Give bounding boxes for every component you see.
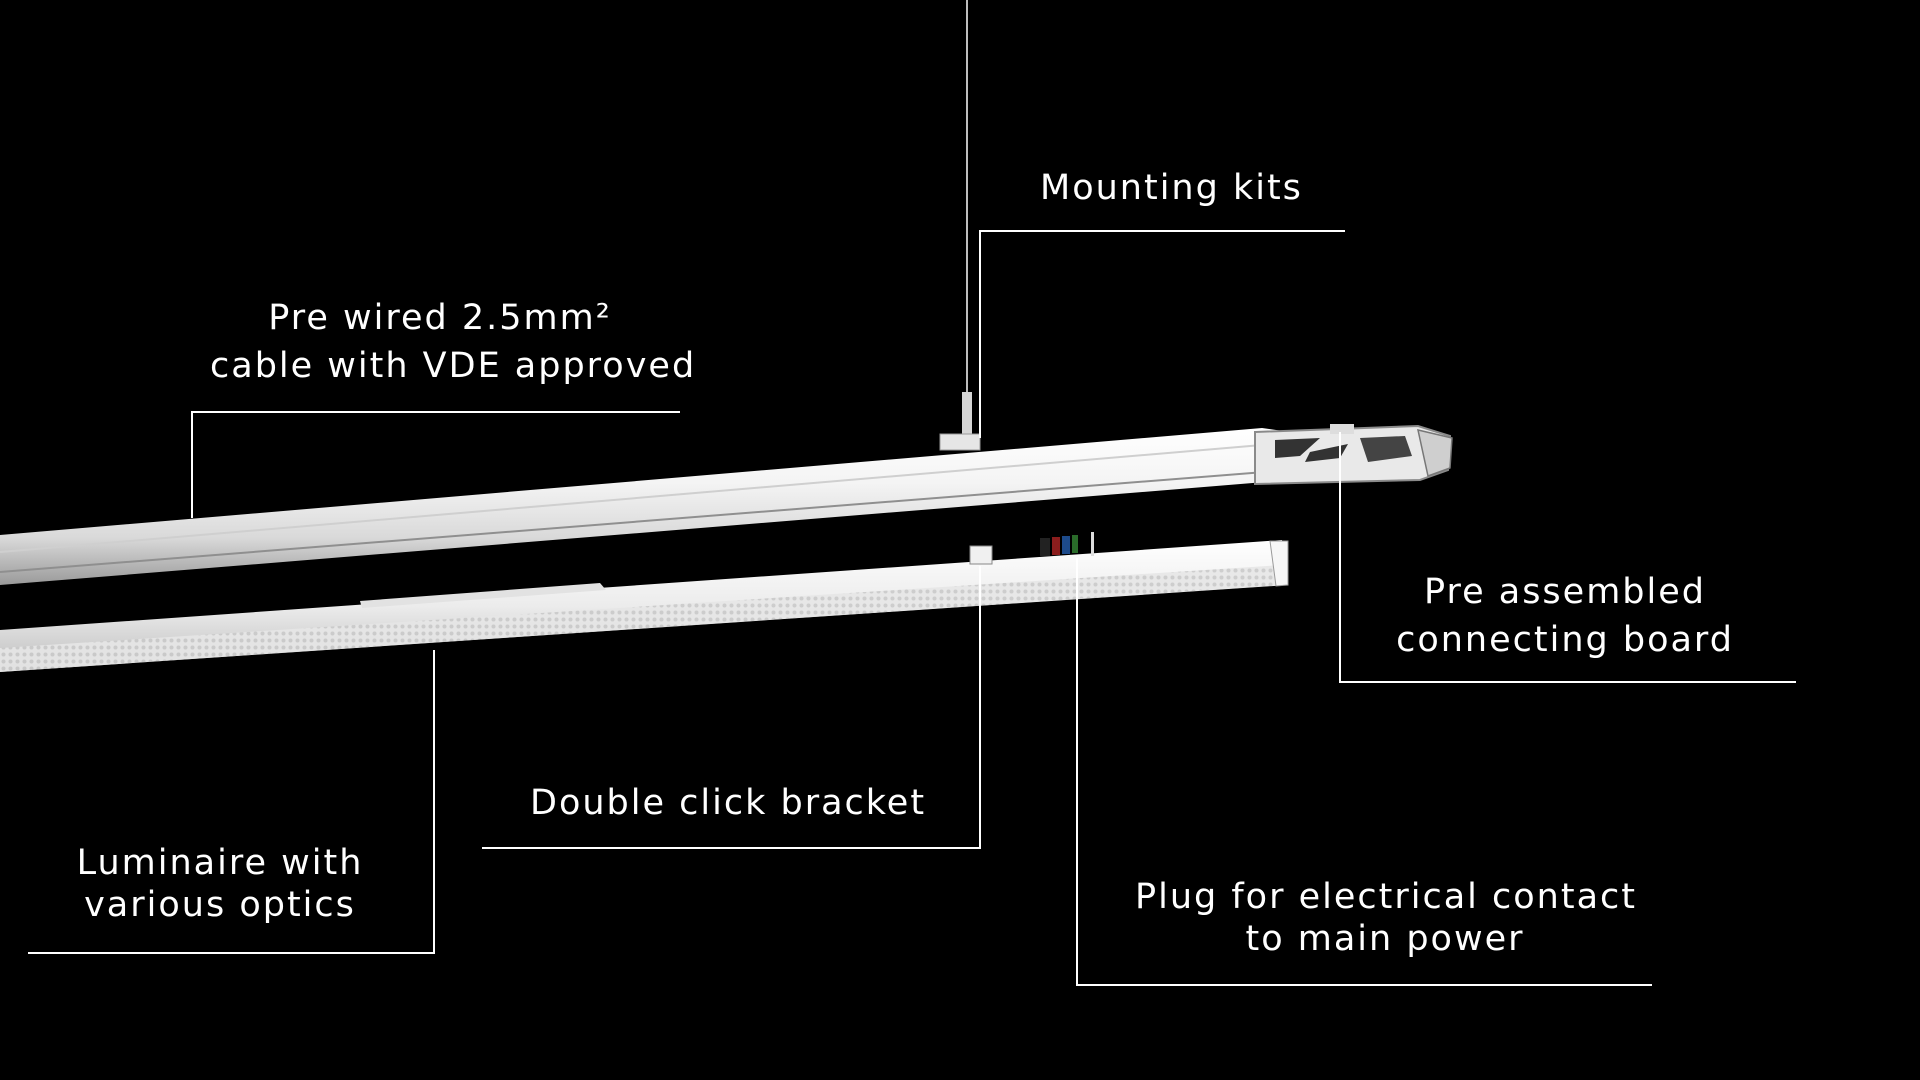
leader-double-click — [482, 566, 981, 849]
label-mounting-kits: Mounting kits — [1040, 164, 1303, 212]
wire-gripper — [962, 392, 972, 440]
label-line: Double click bracket — [530, 783, 927, 823]
plug-connector — [1040, 532, 1094, 556]
leader-luminaire — [28, 650, 435, 954]
label-line: connecting board — [1396, 620, 1734, 660]
leader-plug — [1076, 558, 1652, 986]
label-line: Pre assembled — [1423, 572, 1706, 612]
label-double-click-bracket: Double click bracket — [530, 779, 926, 827]
label-line: to main power — [1245, 919, 1525, 959]
label-line: various optics — [84, 885, 356, 925]
luminaire-optics — [0, 565, 1284, 672]
mounting-clip — [939, 433, 981, 451]
label-pre-wired-cable: Pre wired 2.5mm² cable with VDE approved — [210, 294, 697, 390]
label-connecting-board: Pre assembled connecting board — [1390, 568, 1740, 664]
label-line: Luminaire with — [76, 843, 364, 883]
label-plug-contact: Plug for electrical contact to main powe… — [1135, 876, 1635, 960]
label-luminaire-optics: Luminaire with various optics — [70, 842, 370, 926]
leader-mounting-kits — [979, 230, 1345, 438]
label-line: Mounting kits — [1040, 168, 1303, 208]
label-line: Pre wired 2.5mm² — [268, 298, 612, 338]
double-click-bracket — [969, 545, 993, 565]
label-line: Plug for electrical contact — [1135, 877, 1637, 917]
leader-connecting-board — [1339, 432, 1796, 683]
leader-pre-wired — [191, 411, 680, 518]
connecting-board — [1254, 424, 1453, 486]
label-line: cable with VDE approved — [210, 346, 697, 386]
